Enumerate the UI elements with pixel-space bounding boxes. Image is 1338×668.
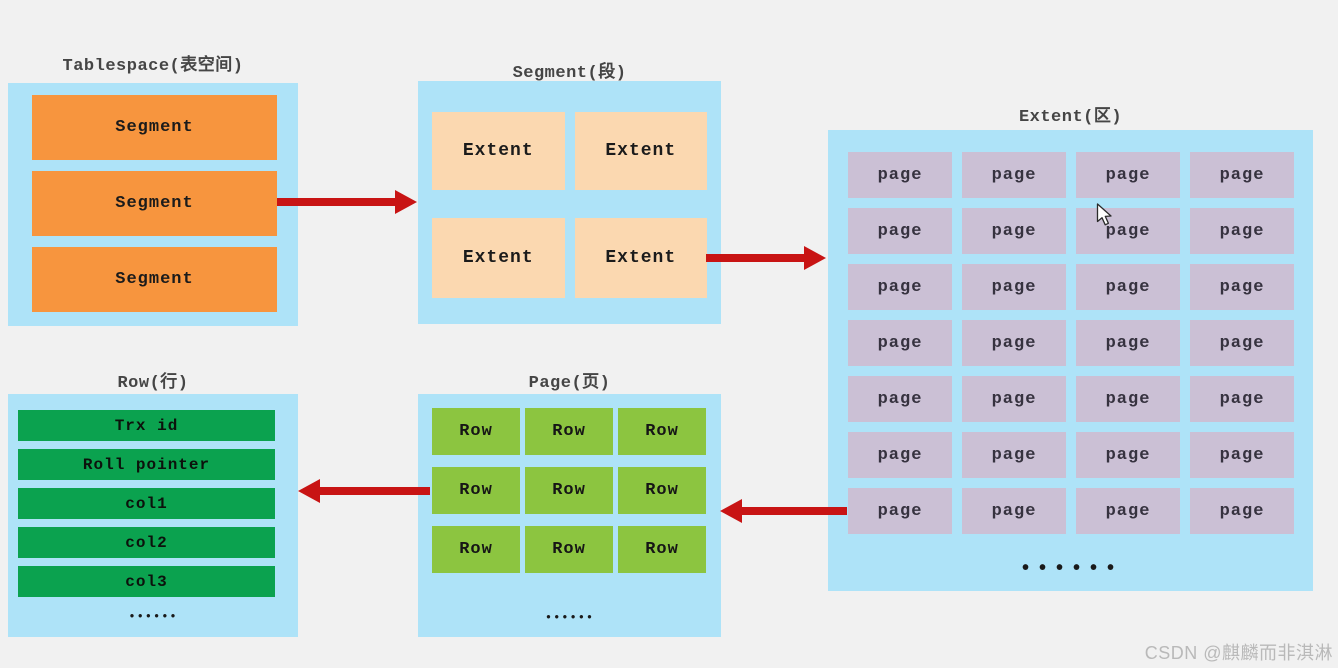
field-box: Trx id	[18, 410, 275, 441]
row-box: Row	[432, 467, 520, 514]
page-box: page	[962, 432, 1066, 478]
segment-box: Segment	[32, 95, 277, 160]
row-box: Row	[432, 408, 520, 455]
page-box: page	[848, 488, 952, 534]
row-box: Row	[618, 526, 706, 573]
page-box: page	[962, 488, 1066, 534]
page-box: page	[1076, 432, 1180, 478]
page-box: page	[848, 152, 952, 198]
page-box: page	[1190, 320, 1294, 366]
page-box: page	[962, 320, 1066, 366]
page-box: page	[1076, 208, 1180, 254]
page-box: page	[1190, 264, 1294, 310]
page-box: page	[1076, 152, 1180, 198]
page-ellipsis: ••••••	[544, 611, 595, 625]
row-box: Row	[525, 467, 613, 514]
page-box: page	[1076, 488, 1180, 534]
page-box: page	[1190, 432, 1294, 478]
extent-box: Extent	[432, 218, 565, 298]
page-box: page	[962, 152, 1066, 198]
page-box: page	[848, 264, 952, 310]
tablespace-title: Tablespace(表空间)	[62, 57, 244, 76]
page-box: page	[1190, 376, 1294, 422]
row-box: Row	[525, 408, 613, 455]
page-box: page	[848, 376, 952, 422]
page-box: page	[1190, 208, 1294, 254]
page-box: page	[962, 264, 1066, 310]
row-box: Row	[618, 408, 706, 455]
extent-box: Extent	[432, 112, 565, 190]
segment-box: Segment	[32, 247, 277, 312]
mouse-cursor-icon	[1096, 203, 1112, 226]
page-box: page	[848, 208, 952, 254]
extent-box: Extent	[574, 218, 707, 298]
row-box: Row	[432, 526, 520, 573]
page-title: Page(页)	[528, 374, 611, 393]
field-box: col1	[18, 488, 275, 519]
page-box: page	[1076, 320, 1180, 366]
page-box: page	[1190, 488, 1294, 534]
segment-box: Segment	[32, 171, 277, 236]
arrow-tablespace-to-segment	[277, 198, 395, 206]
extent-ellipsis: ••••••	[1019, 558, 1122, 581]
page-box: page	[962, 208, 1066, 254]
page-box: page	[848, 320, 952, 366]
arrow-segment-to-extent	[706, 254, 804, 262]
row-title: Row(行)	[117, 374, 189, 393]
row-box: Row	[525, 526, 613, 573]
page-box: page	[1076, 264, 1180, 310]
field-box: col3	[18, 566, 275, 597]
row-panel: Trx id Roll pointer col1 col2 col3 ••••••	[8, 394, 298, 637]
page-box: page	[962, 376, 1066, 422]
row-box: Row	[618, 467, 706, 514]
extent-box: Extent	[574, 112, 707, 190]
page-box: page	[848, 432, 952, 478]
field-box: Roll pointer	[18, 449, 275, 480]
extent-title: Extent(区)	[1018, 108, 1123, 127]
watermark: CSDN @麒麟而非淇淋	[1144, 643, 1333, 663]
arrow-extent-to-page	[742, 507, 847, 515]
arrow-page-to-row	[320, 487, 430, 495]
field-box: col2	[18, 527, 275, 558]
page-box: page	[1190, 152, 1294, 198]
segment-title: Segment(段)	[512, 64, 627, 83]
field-list: Trx id Roll pointer col1 col2 col3	[18, 410, 275, 597]
page-box: page	[1076, 376, 1180, 422]
row-ellipsis: ••••••	[128, 610, 178, 624]
